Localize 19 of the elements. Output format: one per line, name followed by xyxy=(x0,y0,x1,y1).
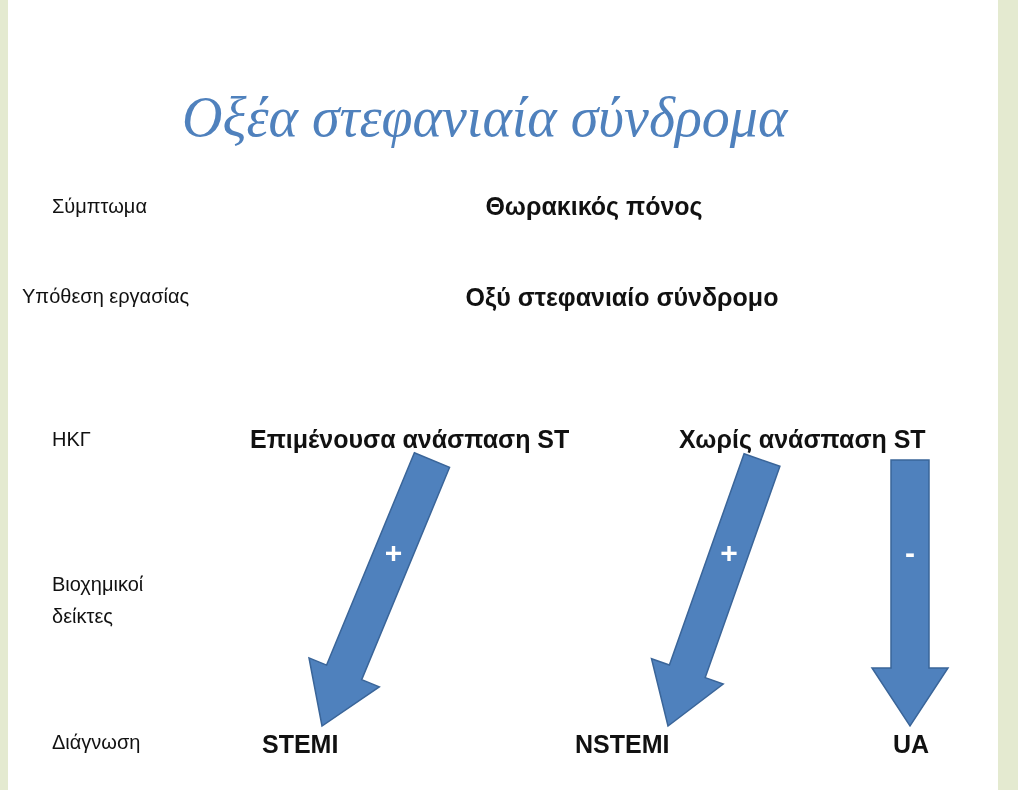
ecg-finding: Επιμένουσα ανάσπαση ST xyxy=(250,425,570,454)
ecg-finding: Χωρίς ανάσπαση ST xyxy=(679,425,926,454)
stage-heading: Οξύ στεφανιαίο σύνδρομο xyxy=(465,283,779,312)
title: Οξέα στεφανιαία σύνδρομα xyxy=(182,85,788,149)
diagnosis-label: STEMI xyxy=(262,730,339,759)
row-label: Σύμπτωμα xyxy=(52,195,147,218)
row-label: Υπόθεση εργασίας xyxy=(22,285,190,308)
diagnosis-label: NSTEMI xyxy=(575,730,670,759)
row-label: ΗΚΓ xyxy=(52,428,91,451)
diagnosis-label: UA xyxy=(893,730,930,759)
arrow xyxy=(870,459,950,728)
edge-label: - xyxy=(905,538,915,569)
edge-label: + xyxy=(720,538,738,569)
row-label: Βιοχημικοί δείκτες xyxy=(52,572,145,629)
arrow xyxy=(308,451,451,728)
row-label: Διάγνωση xyxy=(52,731,141,754)
stage-heading: Θωρακικός πόνος xyxy=(485,192,703,221)
arrow xyxy=(650,452,781,728)
edge-label: + xyxy=(384,538,403,569)
